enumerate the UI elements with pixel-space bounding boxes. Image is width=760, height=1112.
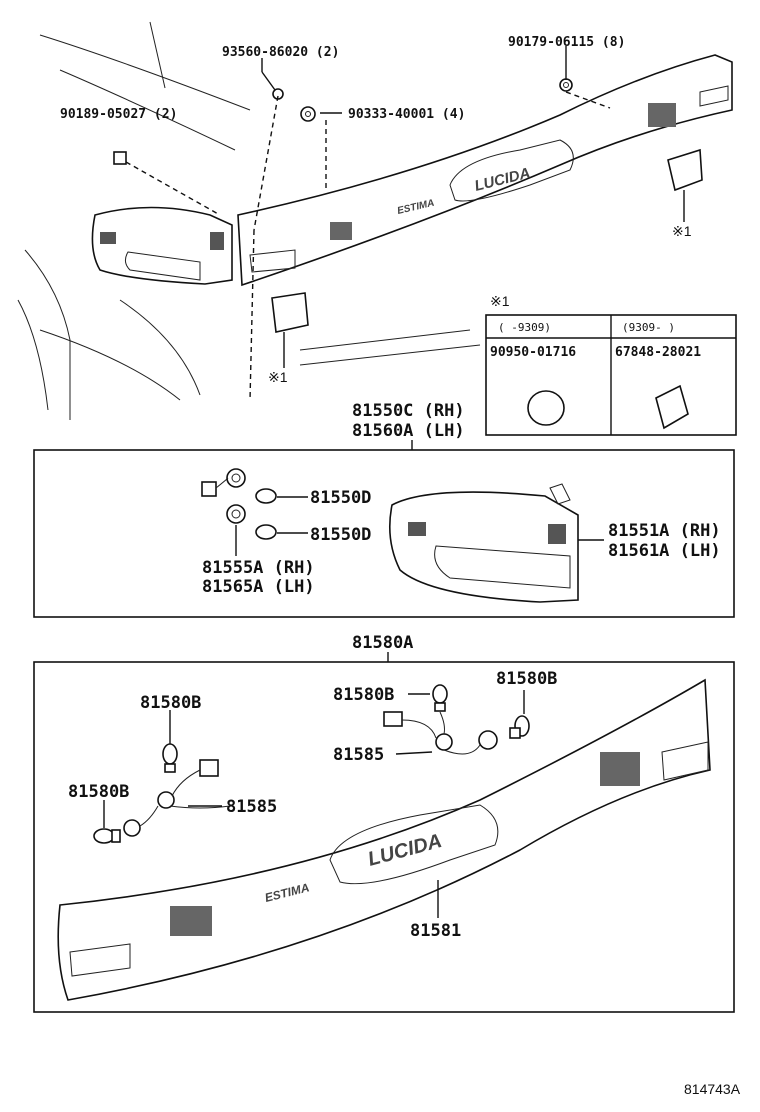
note-table-title: ※1 xyxy=(490,293,510,309)
note-range-1: ( -9309) xyxy=(498,321,551,334)
label-harness-left: 81585 xyxy=(226,797,277,817)
lamp-lens xyxy=(388,483,579,603)
label-bulb-right: 81580B xyxy=(496,669,557,689)
round-cap-icon xyxy=(527,390,565,426)
cap-left xyxy=(271,292,309,333)
label-lamp-assy-lh: 81560A (LH) xyxy=(352,421,465,441)
cap-right xyxy=(667,148,703,192)
note-part-1: 90950-01716 xyxy=(490,345,576,360)
figure-ref: 814743A xyxy=(684,1081,741,1097)
label-harness-center: 81585 xyxy=(333,745,384,765)
socket-icon xyxy=(201,468,246,524)
note-range-2: (9309- ) xyxy=(622,321,675,334)
grommet-icon xyxy=(300,106,316,122)
note-part-2: 67848-28021 xyxy=(615,345,701,360)
note-table: ※1 ( -9309) (9309- ) 90950-01716 67848-2… xyxy=(485,293,737,436)
harness-icon-center xyxy=(383,711,498,755)
rear-garnish-lower: LUCIDA ESTIMA xyxy=(57,678,711,1001)
label-clip-90189: 90189-05027 (2) xyxy=(60,107,177,122)
lamp-assembly-frame xyxy=(33,449,735,618)
bulb-icon-left-top xyxy=(162,743,178,773)
label-bulb-left-top: 81580B xyxy=(140,693,201,713)
label-nut-90179: 90179-06115 (8) xyxy=(508,35,625,50)
nut-icon xyxy=(559,78,573,92)
bulb-icon-left-bottom xyxy=(93,828,121,844)
label-socket-rh: 81555A (RH) xyxy=(202,558,315,578)
harness-icon-left xyxy=(123,759,231,837)
vehicle-body-outline xyxy=(17,21,481,420)
bulb-icon-center xyxy=(432,684,448,712)
label-bulb-81550d-lower: 81550D xyxy=(310,525,371,545)
note-mark-left: ※1 xyxy=(268,369,288,385)
square-cap-icon xyxy=(655,384,689,430)
label-screw-93560: 93560-86020 (2) xyxy=(222,45,339,60)
label-lamp-assy-rh: 81550C (RH) xyxy=(352,401,465,421)
bulb-icon-right xyxy=(509,715,530,739)
rear-garnish-upper: LUCIDA ESTIMA xyxy=(237,54,733,287)
label-garnish-assy: 81580A xyxy=(352,633,413,653)
clip-icon xyxy=(113,151,127,165)
label-bulb-81550d-upper: 81550D xyxy=(310,488,371,508)
label-bulb-center: 81580B xyxy=(333,685,394,705)
bulb-icon-lower xyxy=(255,524,277,540)
label-lens-lh: 81561A (LH) xyxy=(608,541,721,561)
garnish-assembly-frame xyxy=(33,661,735,1013)
label-lens-rh: 81551A (RH) xyxy=(608,521,721,541)
label-bulb-left-bottom: 81580B xyxy=(68,782,129,802)
screw-icon xyxy=(261,71,284,100)
note-mark-right: ※1 xyxy=(672,223,692,239)
label-socket-lh: 81565A (LH) xyxy=(202,577,315,597)
tail-lamp-upper xyxy=(91,206,233,285)
bulb-icon-upper xyxy=(255,488,277,504)
label-garnish-81581: 81581 xyxy=(410,921,461,941)
label-grommet-90333: 90333-40001 (4) xyxy=(348,107,465,122)
